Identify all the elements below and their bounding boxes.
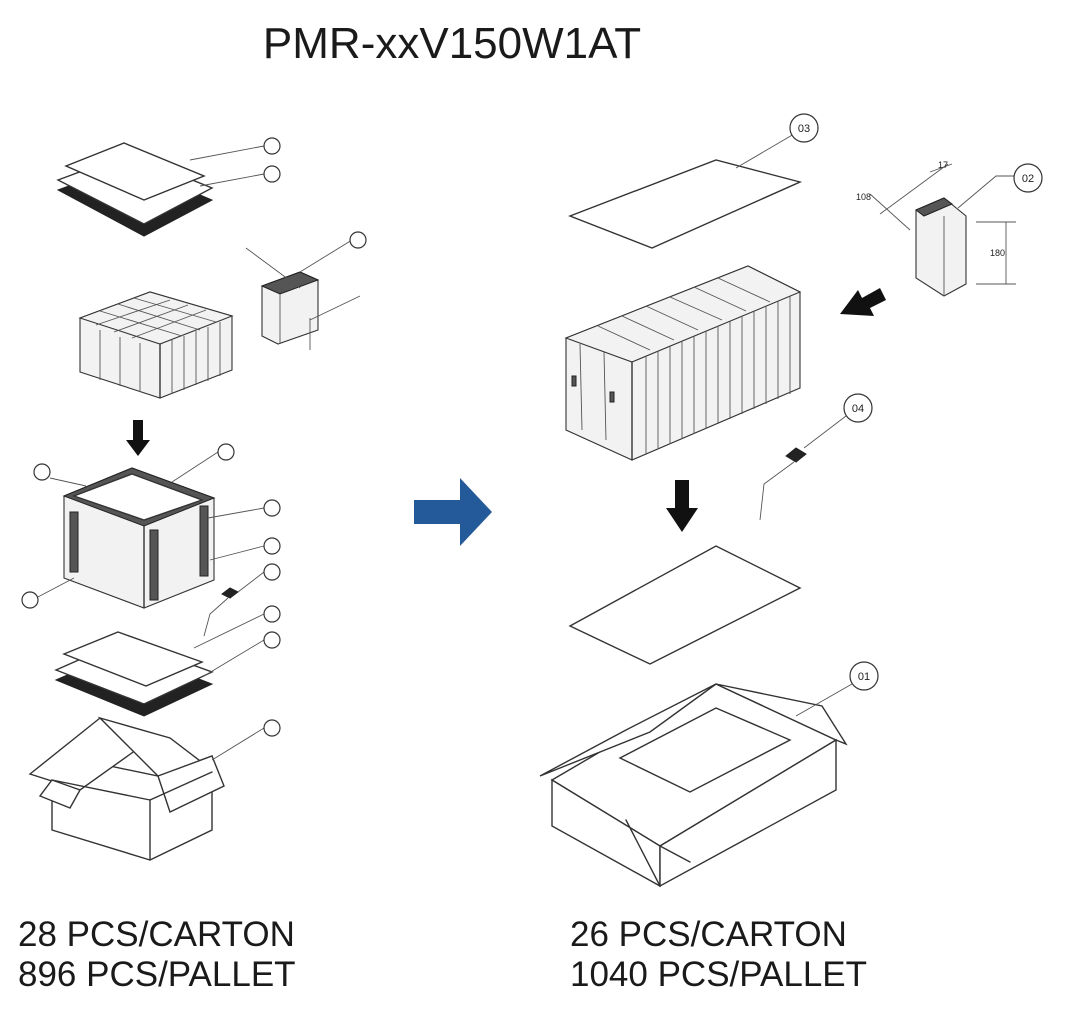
left-open-carton	[28, 716, 281, 861]
callout-02-bubble	[1013, 163, 1043, 193]
callout-02-label: 02	[1022, 173, 1034, 185]
left-inner-frame	[21, 443, 281, 609]
left-bottom-pads	[54, 605, 281, 717]
dim-17-label: 17	[938, 160, 948, 170]
callout-03-label: 03	[798, 123, 810, 135]
callout-03-bubble	[789, 113, 819, 143]
right-package: 03 17 108 180 02	[539, 113, 1043, 994]
right-top-pad: 03	[568, 113, 819, 249]
callout-01-label: 01	[858, 671, 870, 683]
left-callout-bubble	[349, 231, 367, 249]
left-divider-insert	[245, 231, 367, 350]
transition-arrow-icon	[414, 478, 492, 546]
left-callout-bubble	[263, 605, 281, 623]
callout-04-bubble	[843, 393, 873, 423]
left-callout-bubble	[263, 719, 281, 737]
left-package: 28 PCS/CARTON 896 PCS/PALLET	[18, 137, 367, 994]
left-callout-bubble	[263, 165, 281, 183]
right-caption-pallet: 1040 PCS/PALLET	[570, 955, 867, 994]
left-callout-bubble	[33, 463, 51, 481]
dim-108-label: 108	[856, 192, 871, 202]
right-label-tag: 04	[759, 393, 873, 521]
insert-arrow-icon	[840, 288, 886, 316]
left-caption-carton: 28 PCS/CARTON	[18, 915, 295, 954]
left-top-pads	[56, 137, 281, 237]
left-callout-bubble	[21, 591, 39, 609]
right-bottom-pad	[568, 545, 802, 665]
left-caption-pallet: 896 PCS/PALLET	[18, 955, 296, 994]
left-callout-bubble	[263, 563, 281, 581]
right-down-arrow	[666, 480, 698, 532]
left-callout-bubble	[217, 443, 235, 461]
left-callout-bubble	[263, 499, 281, 517]
right-product-row	[564, 265, 802, 461]
left-callout-bubble	[263, 537, 281, 555]
right-caption-carton: 26 PCS/CARTON	[570, 915, 847, 954]
left-callout-bubble	[263, 137, 281, 155]
dim-180-label: 180	[990, 248, 1005, 258]
callout-04-label: 04	[852, 403, 864, 415]
right-open-carton: 01	[539, 661, 879, 888]
diagram-title: PMR-xxV150W1AT	[263, 19, 641, 68]
left-label-tag	[203, 563, 281, 637]
left-down-arrow	[126, 420, 150, 456]
callout-01-bubble	[849, 661, 879, 691]
left-product-block	[78, 291, 234, 399]
right-divider-insert: 17 108 180 02	[856, 160, 1043, 297]
left-callout-bubble	[263, 631, 281, 649]
